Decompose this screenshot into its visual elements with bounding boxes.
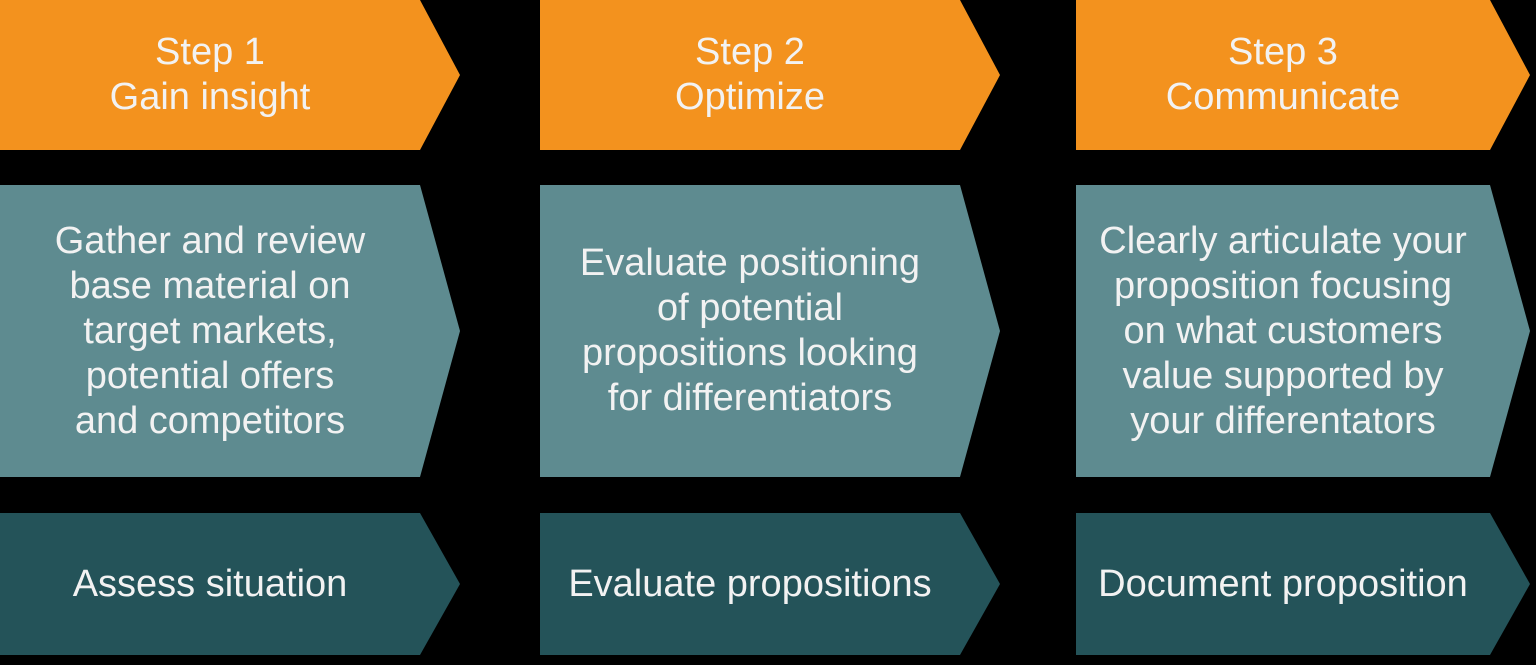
- step-3-header-label: Step 3 Communicate: [1165, 31, 1401, 118]
- step-3-outcome-arrow: Document proposition: [1076, 513, 1530, 655]
- step-3-outcome-label: Document proposition: [1098, 562, 1468, 605]
- step-2-description-label: Evaluate positioning of potential propos…: [579, 242, 921, 419]
- step-1-outcome-arrow: Assess situation: [0, 513, 460, 655]
- step-1-header-arrow: Step 1 Gain insight: [0, 0, 460, 150]
- step-1-header-label: Step 1 Gain insight: [109, 31, 311, 118]
- step-2-outcome-arrow: Evaluate propositions: [540, 513, 1000, 655]
- step-3-description-label: Clearly articulate your proposition focu…: [1099, 219, 1467, 442]
- step-3-header-arrow: Step 3 Communicate: [1076, 0, 1530, 150]
- step-1-description-arrow: Gather and review base material on targe…: [0, 185, 460, 477]
- step-2-header-arrow: Step 2 Optimize: [540, 0, 1000, 150]
- step-3-description-arrow: Clearly articulate your proposition focu…: [1076, 185, 1530, 477]
- step-1-outcome-label: Assess situation: [72, 562, 348, 605]
- step-2-header-label: Step 2 Optimize: [675, 31, 825, 118]
- step-1-description-label: Gather and review base material on targe…: [54, 219, 366, 442]
- step-2-description-arrow: Evaluate positioning of potential propos…: [540, 185, 1000, 477]
- step-2-outcome-label: Evaluate propositions: [568, 562, 932, 605]
